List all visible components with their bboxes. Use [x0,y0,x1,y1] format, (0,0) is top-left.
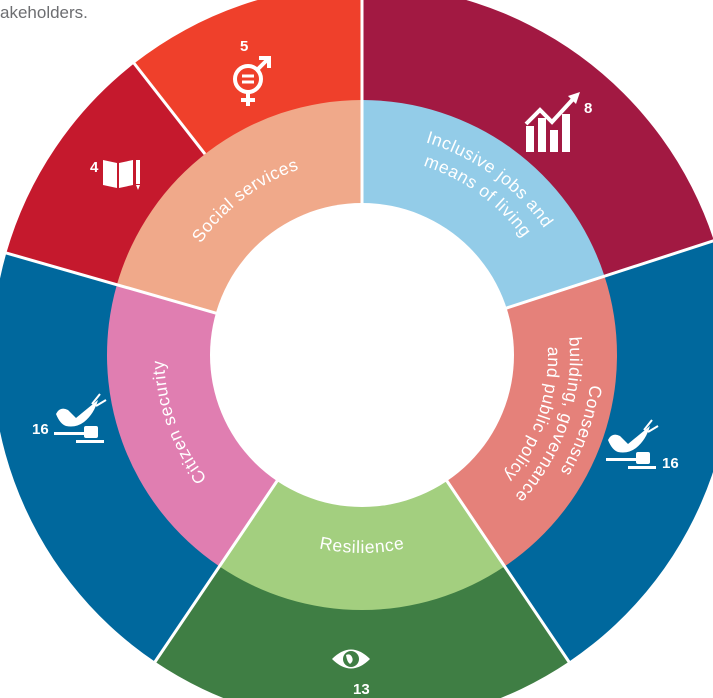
eye-globe-icon [332,649,370,669]
sdg-13-segment [155,564,569,698]
sdg-16-right-number: 16 [662,455,679,472]
gender-equality-icon [233,56,271,106]
book-pencil-icon [103,160,140,190]
social-services-segment [116,100,362,314]
sdg-16-left-segment [0,253,221,662]
growth-chart-icon [524,92,580,152]
dove-gavel-icon [54,393,107,443]
sdg-5-number: 5 [240,38,248,55]
segment-dividers [1,0,713,667]
sdg-8-segment [362,0,713,277]
intro-text-fragment: akeholders. [0,3,88,22]
sdg-8-number: 8 [584,100,592,117]
segment-divider [504,239,713,311]
sdg-13-number: 13 [353,681,370,698]
inclusive-jobs-segment [362,100,605,309]
segment-divider [1,250,219,316]
sdg-16-right-segment [503,240,713,662]
sdg-4-number: 4 [90,159,99,176]
center-hole [210,203,514,507]
segment-divider [151,478,280,667]
sdg-16-left-number: 16 [32,421,49,438]
consensus-governance-segment [445,276,618,567]
segment-divider [444,478,573,667]
inner-ring [106,100,618,611]
sdg-5-segment [134,0,362,156]
dove-gavel-icon [606,419,659,469]
segment-divider [129,58,207,155]
citizen-security-segment [106,284,279,567]
resilience-segment [219,479,505,611]
